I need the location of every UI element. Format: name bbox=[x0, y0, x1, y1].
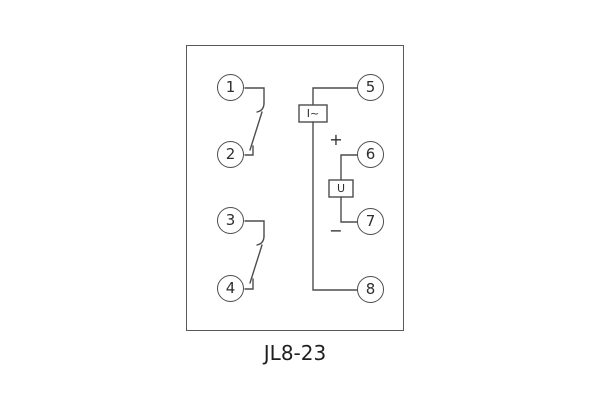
polarity-plus-label: + bbox=[329, 130, 343, 149]
polarity-minus-label: − bbox=[329, 221, 343, 240]
terminal-5: 5 bbox=[357, 74, 384, 101]
terminal-4-label: 4 bbox=[225, 279, 236, 297]
model-caption: JL8-23 bbox=[263, 341, 327, 365]
terminal-1: 1 bbox=[217, 74, 244, 101]
terminal-7-label: 7 bbox=[365, 212, 376, 230]
terminal-3-label: 3 bbox=[225, 211, 236, 229]
terminal-8: 8 bbox=[357, 276, 384, 303]
terminal-2-label: 2 bbox=[225, 145, 236, 163]
terminal-7: 7 bbox=[357, 208, 384, 235]
terminal-2: 2 bbox=[217, 141, 244, 168]
current-coil-label: I~ bbox=[306, 107, 320, 120]
voltage-coil-label: U bbox=[336, 182, 346, 195]
terminal-5-label: 5 bbox=[365, 78, 376, 96]
terminal-6: 6 bbox=[357, 141, 384, 168]
terminal-1-label: 1 bbox=[225, 78, 236, 96]
terminal-8-label: 8 bbox=[365, 280, 376, 298]
relay-outline-box bbox=[186, 45, 404, 331]
terminal-4: 4 bbox=[217, 275, 244, 302]
terminal-3: 3 bbox=[217, 207, 244, 234]
terminal-6-label: 6 bbox=[365, 145, 376, 163]
